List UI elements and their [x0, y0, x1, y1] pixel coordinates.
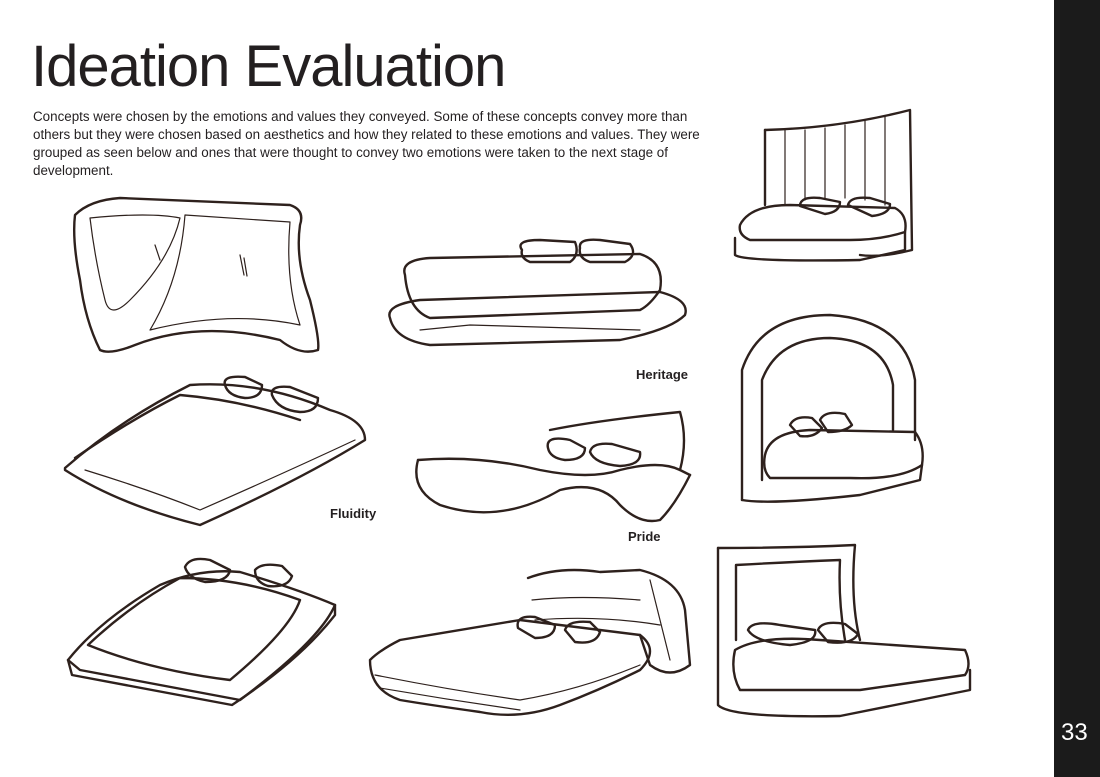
sketch-framed-headboard-bed: [716, 543, 972, 718]
sketch-arch-bed: [740, 313, 924, 503]
concept-sketches: [63, 108, 972, 718]
sketch-pride-bed: [415, 410, 692, 523]
group-label-pride: Pride: [628, 529, 661, 544]
sketch-tall-headboard-bed: [733, 108, 914, 262]
group-label-fluidity: Fluidity: [330, 506, 377, 521]
group-label-heritage: Heritage: [636, 367, 689, 382]
sketch-fluidity-bed: [63, 375, 367, 527]
page-number: 33: [1061, 719, 1088, 746]
sketch-platform-bed: [388, 238, 687, 347]
sketch-rock-bed: [368, 568, 692, 716]
sketch-flat-bed: [66, 557, 337, 707]
intro-paragraph: Concepts were chosen by the emotions and…: [33, 109, 700, 178]
page-sidebar: [1054, 0, 1100, 777]
sketch-curved-canopy: [73, 196, 320, 353]
page-title: Ideation Evaluation: [31, 34, 506, 99]
